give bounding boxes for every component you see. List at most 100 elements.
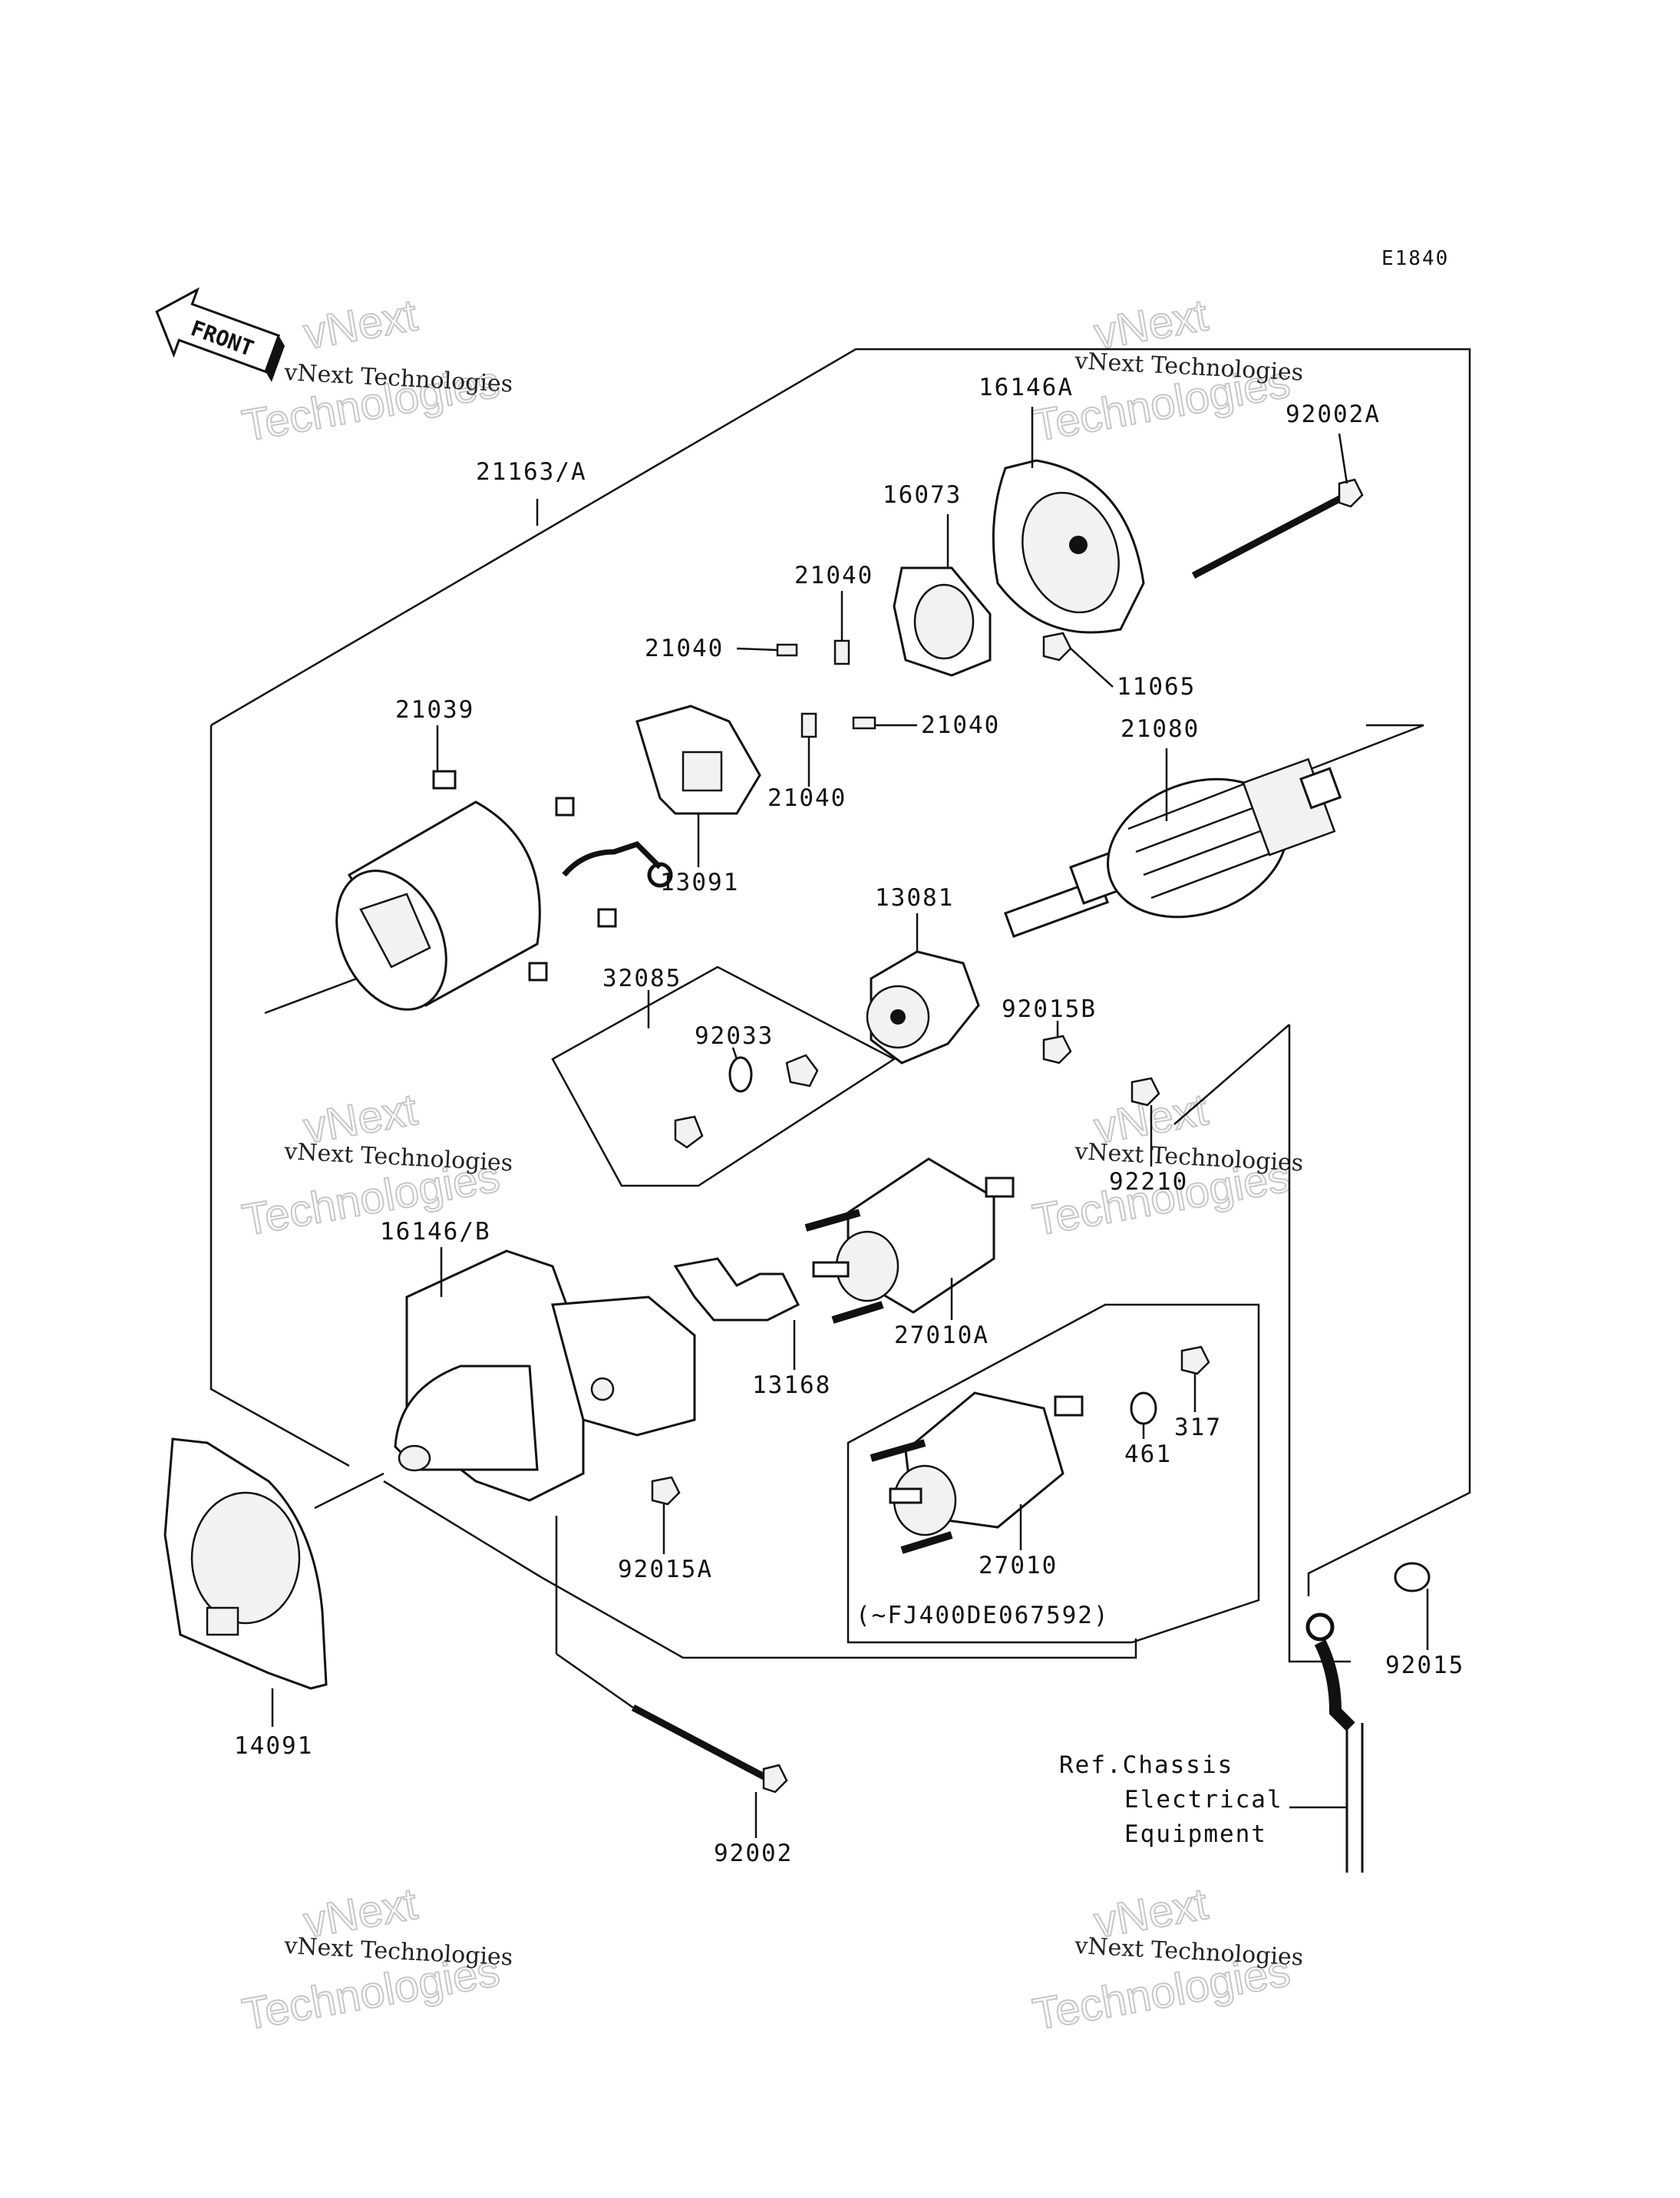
ref-note-line-3: Equipment [1124, 1820, 1267, 1848]
label-11065: 11065 [1117, 673, 1196, 701]
spring-body [852, 716, 876, 730]
label-16146a: 16146A [979, 374, 1074, 401]
label-461: 461 [1124, 1441, 1172, 1468]
label-13168: 13168 [752, 1371, 831, 1399]
yoke-part [264, 770, 673, 1015]
solenoid-plunger [889, 1487, 923, 1504]
front-housing-axis [314, 1472, 385, 1510]
yoke-wire-end-1 [555, 797, 575, 817]
solenoid-stud-2 [900, 1531, 953, 1554]
brush-holder-center [682, 751, 723, 792]
pinion-clutch-part [866, 950, 980, 1064]
spring-body [833, 639, 850, 665]
solenoid-stud-1 [804, 1209, 861, 1232]
bolt-shank [1191, 492, 1349, 579]
label-27010: 27010 [979, 1552, 1058, 1579]
bolt-shank [631, 1705, 774, 1784]
brush-plate-part [893, 566, 992, 677]
nut-92210 [1130, 1077, 1160, 1107]
solenoid-plunger [812, 1261, 850, 1278]
kit-outline-32085 [551, 965, 896, 1187]
kit-nut [674, 1115, 704, 1149]
label-21039: 21039 [395, 696, 474, 724]
yoke-wire-end-2 [597, 908, 617, 928]
yoke-terminal-top [432, 770, 457, 790]
front-housing-part [314, 1249, 696, 1510]
yoke-magnet [359, 893, 431, 969]
front-arrow-depth [266, 335, 285, 382]
yoke-lead-ring [647, 862, 673, 888]
spring-21040-a [776, 643, 798, 657]
front-housing-nose [394, 1365, 539, 1471]
nut-317 [1180, 1345, 1210, 1375]
brush-holder-part [635, 705, 761, 815]
label-21080: 21080 [1121, 715, 1200, 743]
label-21040-bottom: 21040 [767, 784, 847, 812]
label-21040-right: 21040 [921, 711, 1000, 739]
yoke-lead-wire [562, 840, 662, 877]
solenoid-terminal [1054, 1395, 1084, 1417]
label-92033: 92033 [695, 1022, 774, 1050]
label-92002: 92002 [714, 1840, 793, 1867]
label-27010a: 27010A [894, 1322, 989, 1349]
through-bolt [555, 1516, 788, 1794]
leader-92002a [1338, 433, 1348, 484]
nut-11065 [1042, 632, 1072, 662]
label-serial-range: (~FJ400DE067592) [856, 1602, 1110, 1629]
ref-note-line-1: Ref.Chassis [1059, 1751, 1233, 1779]
label-92002a: 92002A [1286, 401, 1381, 428]
solenoid-27010-part [870, 1391, 1084, 1554]
label-21040-left: 21040 [645, 635, 724, 662]
cover-plate-opening [190, 1491, 301, 1625]
assembly-outline-lower [383, 1480, 1137, 1659]
shift-lever-body [673, 1257, 800, 1322]
assembly-outline-right [1288, 1025, 1351, 1663]
end-cover-part [992, 459, 1145, 634]
spring-body [776, 643, 798, 657]
solenoid-terminal [985, 1177, 1015, 1198]
through-bolt-a [1191, 478, 1364, 579]
label-92015b: 92015B [1002, 995, 1097, 1023]
watermark-bottom-left: vNext Technologies vNext Technologies [238, 1878, 513, 2041]
spring-21040-d [852, 716, 876, 730]
label-16146-b: 16146/B [380, 1218, 491, 1246]
variant-box-27010 [847, 1303, 1260, 1644]
watermark-mid-right: vNext Technologies vNext Technologies [1028, 1084, 1304, 1246]
leader-92033 [731, 1047, 738, 1060]
label-13091: 13091 [660, 869, 739, 896]
leader-11065 [1070, 648, 1114, 688]
label-13081: 13081 [875, 884, 954, 912]
solenoid-stud-1 [870, 1439, 926, 1462]
leader-21040-a [736, 647, 778, 652]
label-32085: 32085 [602, 965, 682, 992]
bolt-axis [556, 1652, 634, 1709]
spring-21040-b [833, 639, 850, 665]
label-92210: 92210 [1109, 1168, 1188, 1196]
label-21163-a: 21163/A [476, 458, 587, 486]
cover-plate-tab [206, 1606, 239, 1636]
outline-solenoid-link [1173, 1024, 1290, 1125]
end-cover-inner [1022, 491, 1120, 614]
assembly-outline-main [210, 348, 1471, 1596]
cover-plate-part [163, 1437, 328, 1690]
cable-terminal [1314, 1639, 1355, 1731]
armature-part [1004, 724, 1424, 938]
ref-note-line-2: Electrical [1124, 1786, 1283, 1814]
yoke-wire-end-3 [528, 962, 548, 982]
spring-body [800, 712, 817, 738]
label-317: 317 [1174, 1414, 1222, 1441]
ground-cable [1305, 1612, 1364, 1873]
watermark-big-top: vNext [300, 290, 421, 359]
armature-windings [1127, 781, 1271, 899]
front-housing-bore [398, 1444, 431, 1472]
front-housing-gear-case [551, 1295, 696, 1437]
nut-92015a [651, 1476, 681, 1506]
bolt-head [1338, 478, 1364, 508]
pinion-bore [890, 1009, 906, 1025]
front-housing-bolt-hole [590, 1377, 615, 1401]
shift-lever-part [673, 1257, 800, 1322]
nut-92015b [1042, 1035, 1072, 1064]
label-21040-top: 21040 [794, 562, 873, 589]
watermark-top-left: vNext Technologies vNext Technologies [238, 289, 513, 452]
